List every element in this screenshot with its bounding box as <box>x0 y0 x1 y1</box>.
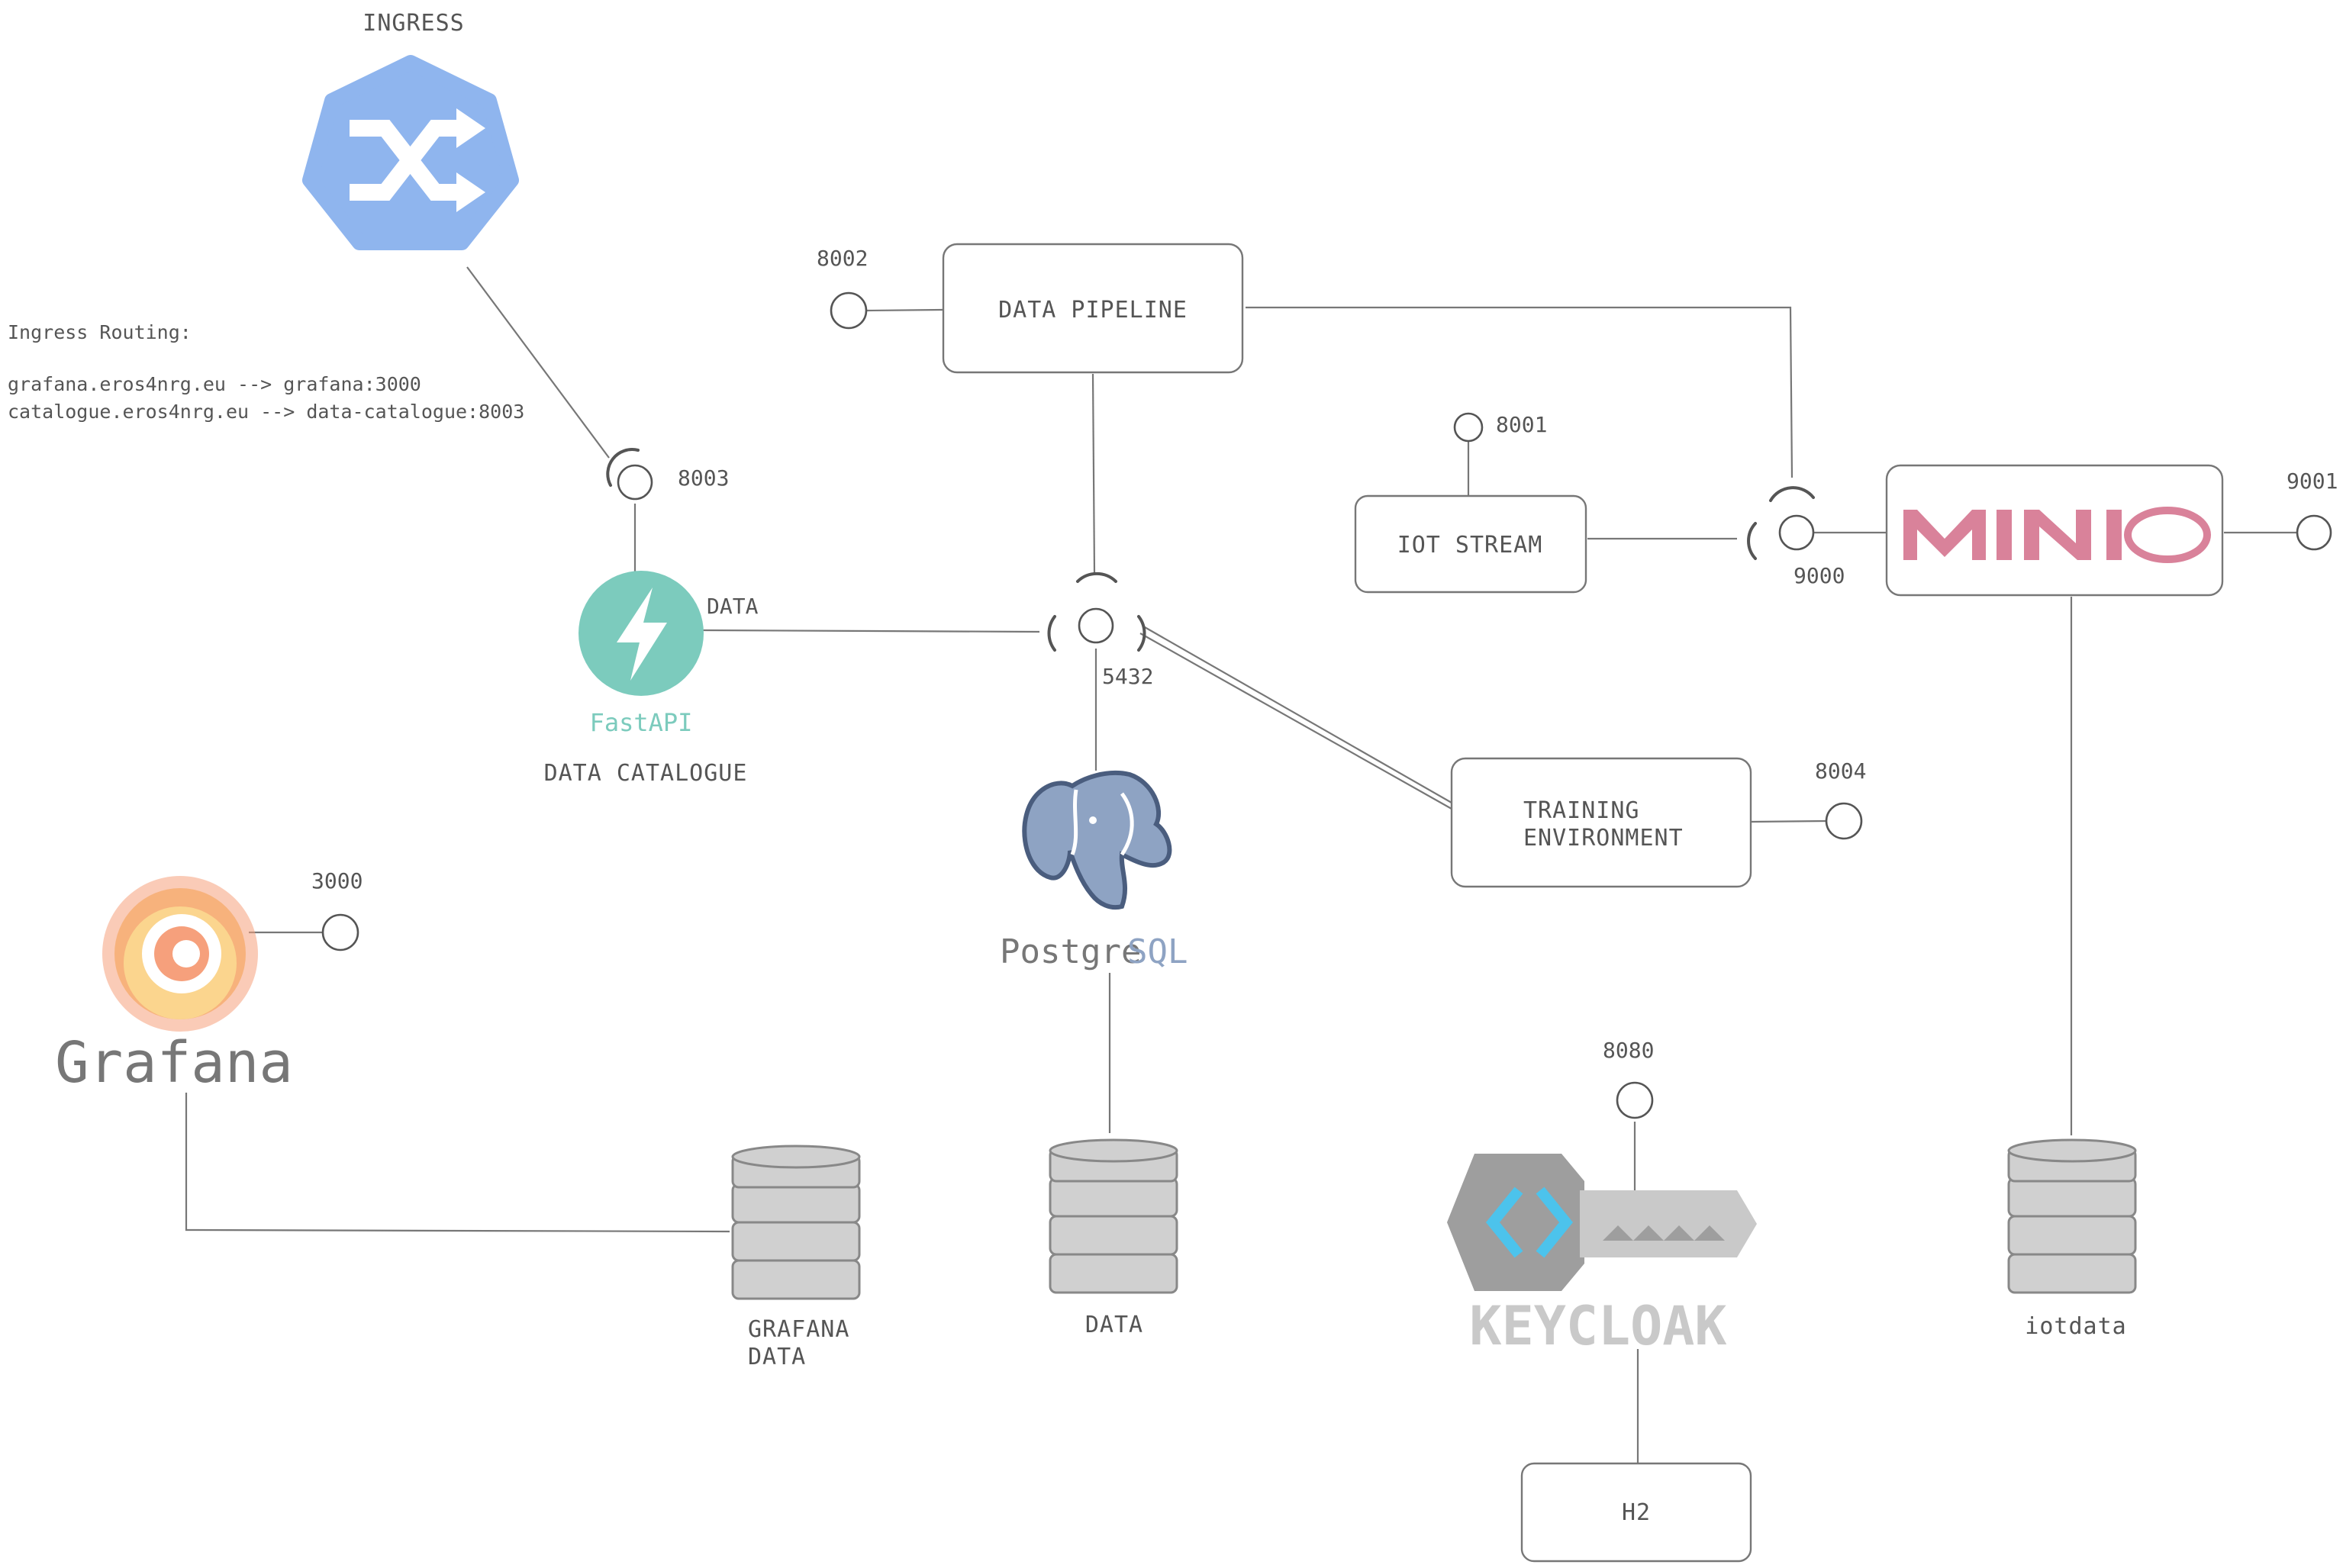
routing-note-line: catalogue.eros4nrg.eu --> data-catalogue… <box>8 401 524 423</box>
keycloak-component[interactable]: 8080 KEYCLOAK <box>1447 1038 1757 1357</box>
postgres-data-label: DATA <box>1085 1312 1143 1338</box>
routing-note-heading: Ingress Routing: <box>8 321 192 343</box>
ingress-title: INGRESS <box>363 10 464 37</box>
minio-component[interactable]: 9000 9001 <box>1747 464 2338 597</box>
wire-pipeline-minio <box>1246 306 1794 478</box>
grafana-data-label-line2: DATA <box>748 1344 806 1370</box>
database-cylinder-icon <box>731 1145 861 1300</box>
routing-note-line: grafana.eros4nrg.eu --> grafana:3000 <box>8 373 421 395</box>
data-pipeline-box[interactable] <box>942 243 1244 374</box>
postgres-data-store: DATA <box>1049 1138 1178 1338</box>
data-pipeline-label: DATA PIPELINE <box>998 297 1188 324</box>
postgres-socket-right <box>1137 615 1146 652</box>
port-8003-circle[interactable] <box>617 464 653 501</box>
keycloak-logo-text: KEYCLOAK <box>1469 1295 1726 1357</box>
port-3000-circle[interactable] <box>321 913 359 951</box>
catalogue-connection-label: DATA <box>707 594 759 619</box>
port-3000-label: 3000 <box>311 868 363 893</box>
training-environment-box[interactable] <box>1450 757 1752 888</box>
keycloak-key-icon <box>1447 1154 1757 1291</box>
h2-box[interactable] <box>1520 1462 1752 1563</box>
minio-data-store: iotdata <box>2007 1138 2137 1340</box>
minio-socket-top <box>1769 486 1815 502</box>
minio-socket-left <box>1747 522 1757 560</box>
port-8002-label: 8002 <box>817 246 868 271</box>
wire-pipeline-port <box>866 308 943 312</box>
postgres-logo-text-a: Postgre <box>1000 932 1141 971</box>
minio-data-label: iotdata <box>2025 1313 2126 1340</box>
training-label-line2: ENVIRONMENT <box>1523 825 1684 852</box>
postgres-elephant-icon <box>1022 770 1172 910</box>
iot-stream-component[interactable]: IOT STREAM 8001 <box>1354 412 1587 594</box>
postgres-socket-top <box>1076 571 1117 583</box>
minio-logo <box>1903 507 2211 563</box>
grafana-component[interactable]: Grafana 3000 <box>55 868 363 1096</box>
h2-label: H2 <box>1622 1499 1651 1526</box>
grafana-swirl-icon <box>102 876 258 1032</box>
ingress-shuffle-icon <box>302 55 519 250</box>
wire-pipeline-postgres <box>1091 373 1096 575</box>
port-8002-circle[interactable] <box>830 291 868 330</box>
fastapi-bolt-icon <box>578 571 704 696</box>
ingress-component[interactable]: INGRESS <box>302 10 519 250</box>
training-label-line1: TRAINING <box>1523 797 1640 824</box>
fastapi-logo-text: FastAPI <box>590 708 693 737</box>
port-8080-label: 8080 <box>1603 1038 1654 1063</box>
training-environment-component[interactable]: TRAINING ENVIRONMENT 8004 <box>1450 757 1866 888</box>
port-5432-circle[interactable] <box>1078 607 1114 644</box>
port-8004-label: 8004 <box>1815 758 1866 784</box>
postgres-logo-text-b: SQL <box>1127 932 1188 971</box>
grafana-data-label-line1: GRAFANA <box>748 1316 849 1343</box>
iot-stream-label: IOT STREAM <box>1397 532 1543 559</box>
grafana-data-store: GRAFANA DATA <box>731 1145 861 1370</box>
postgres-socket-left <box>1047 615 1056 652</box>
port-8001-circle[interactable] <box>1453 412 1484 443</box>
wire-grafana-data <box>185 1093 730 1233</box>
wire-postgres-training-2 <box>1139 633 1452 810</box>
data-catalogue-component[interactable]: 8003 FastAPI DATA CATALOGUE DATA <box>544 448 759 787</box>
port-8080-circle[interactable] <box>1616 1081 1654 1119</box>
wire-training-port <box>1750 819 1826 823</box>
ingress-routing-note: Ingress Routing: grafana.eros4nrg.eu -->… <box>8 321 524 423</box>
postgres-component[interactable]: 5432 Postgre SQL <box>1000 571 1188 971</box>
connection-wires <box>185 266 2297 1463</box>
port-9001-circle[interactable] <box>2296 514 2332 551</box>
wire-ingress-catalogue <box>466 266 610 459</box>
h2-component[interactable]: H2 <box>1520 1462 1752 1563</box>
iot-stream-box[interactable] <box>1354 494 1587 594</box>
port-8004-circle[interactable] <box>1825 802 1863 840</box>
wire-postgres-training <box>1144 626 1452 803</box>
data-catalogue-label: DATA CATALOGUE <box>544 760 748 787</box>
data-pipeline-component[interactable]: DATA PIPELINE 8002 <box>817 243 1244 374</box>
catalogue-socket <box>606 448 640 487</box>
port-9001-label: 9001 <box>2287 468 2338 494</box>
port-9000-circle[interactable] <box>1778 514 1815 551</box>
port-9000-label: 9000 <box>1794 563 1845 588</box>
database-cylinder-icon <box>2007 1138 2137 1294</box>
port-8001-label: 8001 <box>1496 412 1547 437</box>
database-cylinder-icon <box>1049 1138 1178 1294</box>
port-5432-label: 5432 <box>1102 664 1153 689</box>
wire-catalogue-postgres <box>701 629 1040 633</box>
grafana-logo-text: Grafana <box>55 1030 293 1096</box>
port-8003-label: 8003 <box>678 465 729 491</box>
